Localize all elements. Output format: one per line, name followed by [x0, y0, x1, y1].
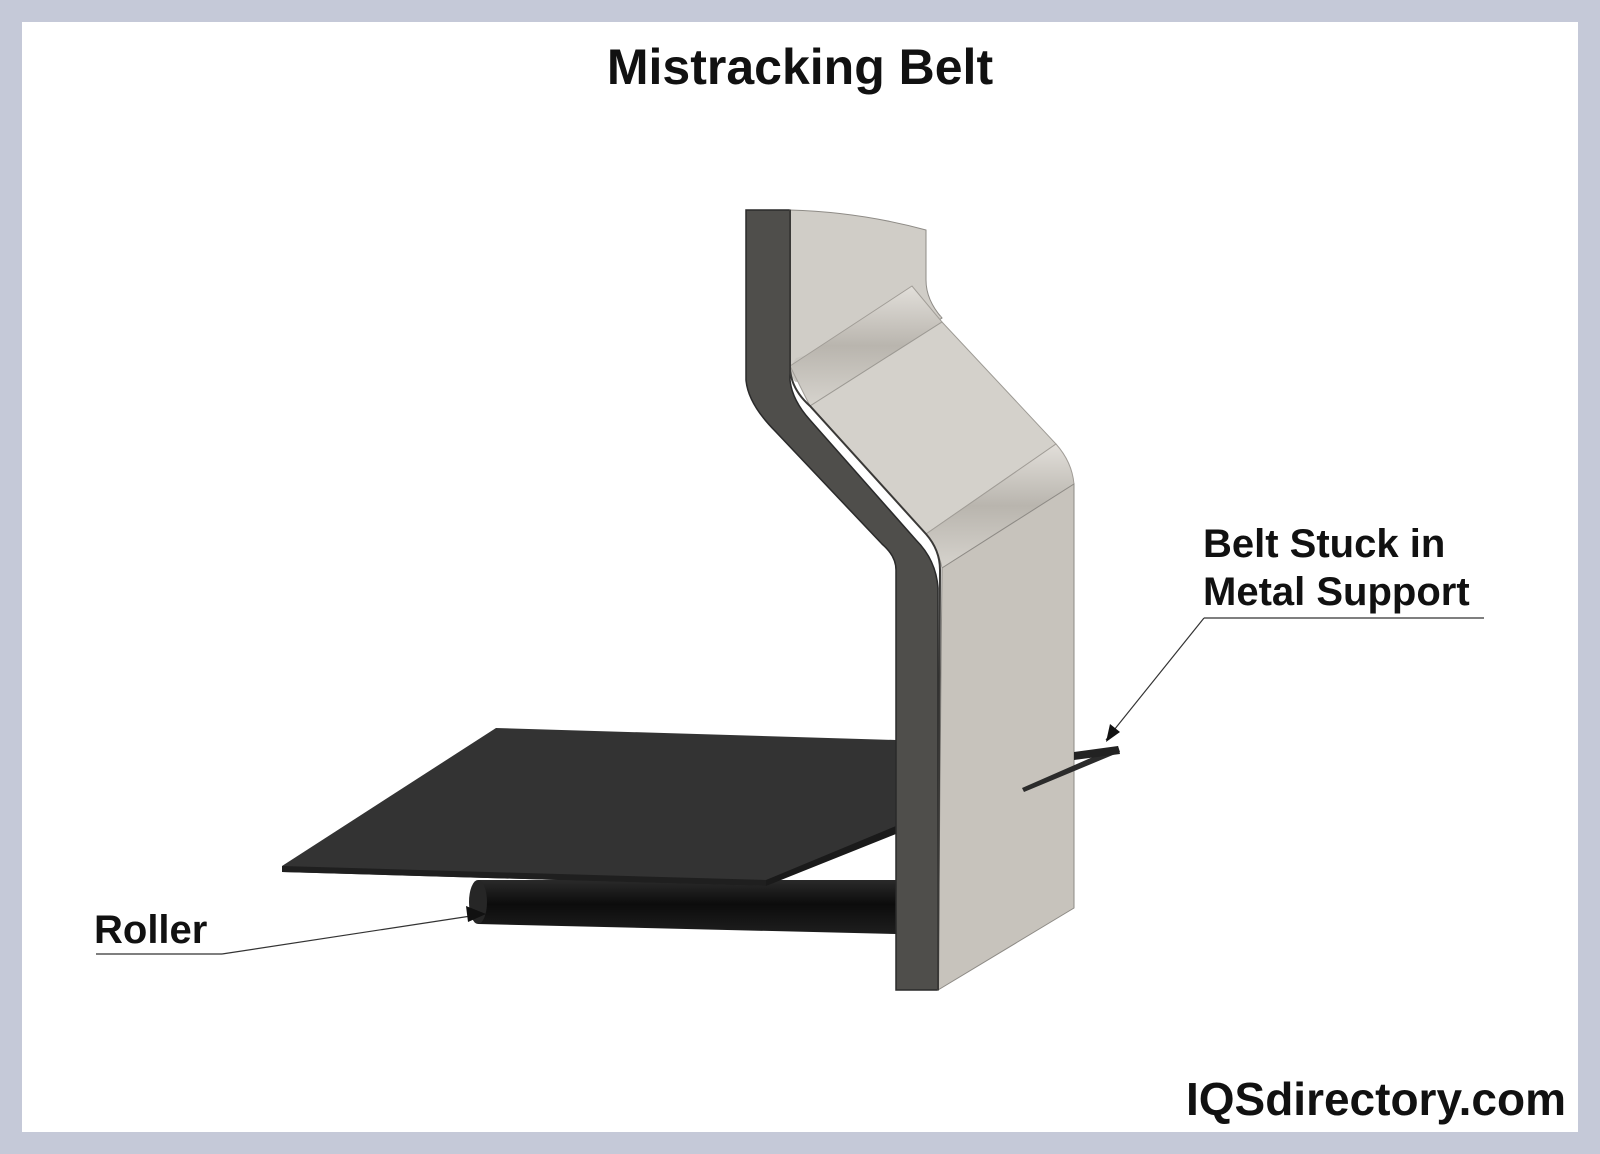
belt-stuck-tip — [1022, 746, 1120, 792]
label-roller: Roller — [94, 908, 208, 952]
diagram-canvas — [22, 22, 1578, 1132]
label-belt-stuck: Belt Stuck in Metal Support — [1203, 520, 1470, 616]
leader-roller — [96, 906, 486, 955]
brand-watermark: IQSdirectory.com — [1185, 1073, 1566, 1125]
label-belt-stuck-line1: Belt Stuck in — [1203, 522, 1446, 566]
roller — [469, 880, 896, 934]
belt — [282, 728, 896, 886]
leader-belt-stuck — [1105, 617, 1484, 742]
metal-support — [745, 209, 1075, 991]
label-belt-stuck-line2: Metal Support — [1203, 570, 1470, 614]
diagram-title: Mistracking Belt — [606, 39, 994, 95]
